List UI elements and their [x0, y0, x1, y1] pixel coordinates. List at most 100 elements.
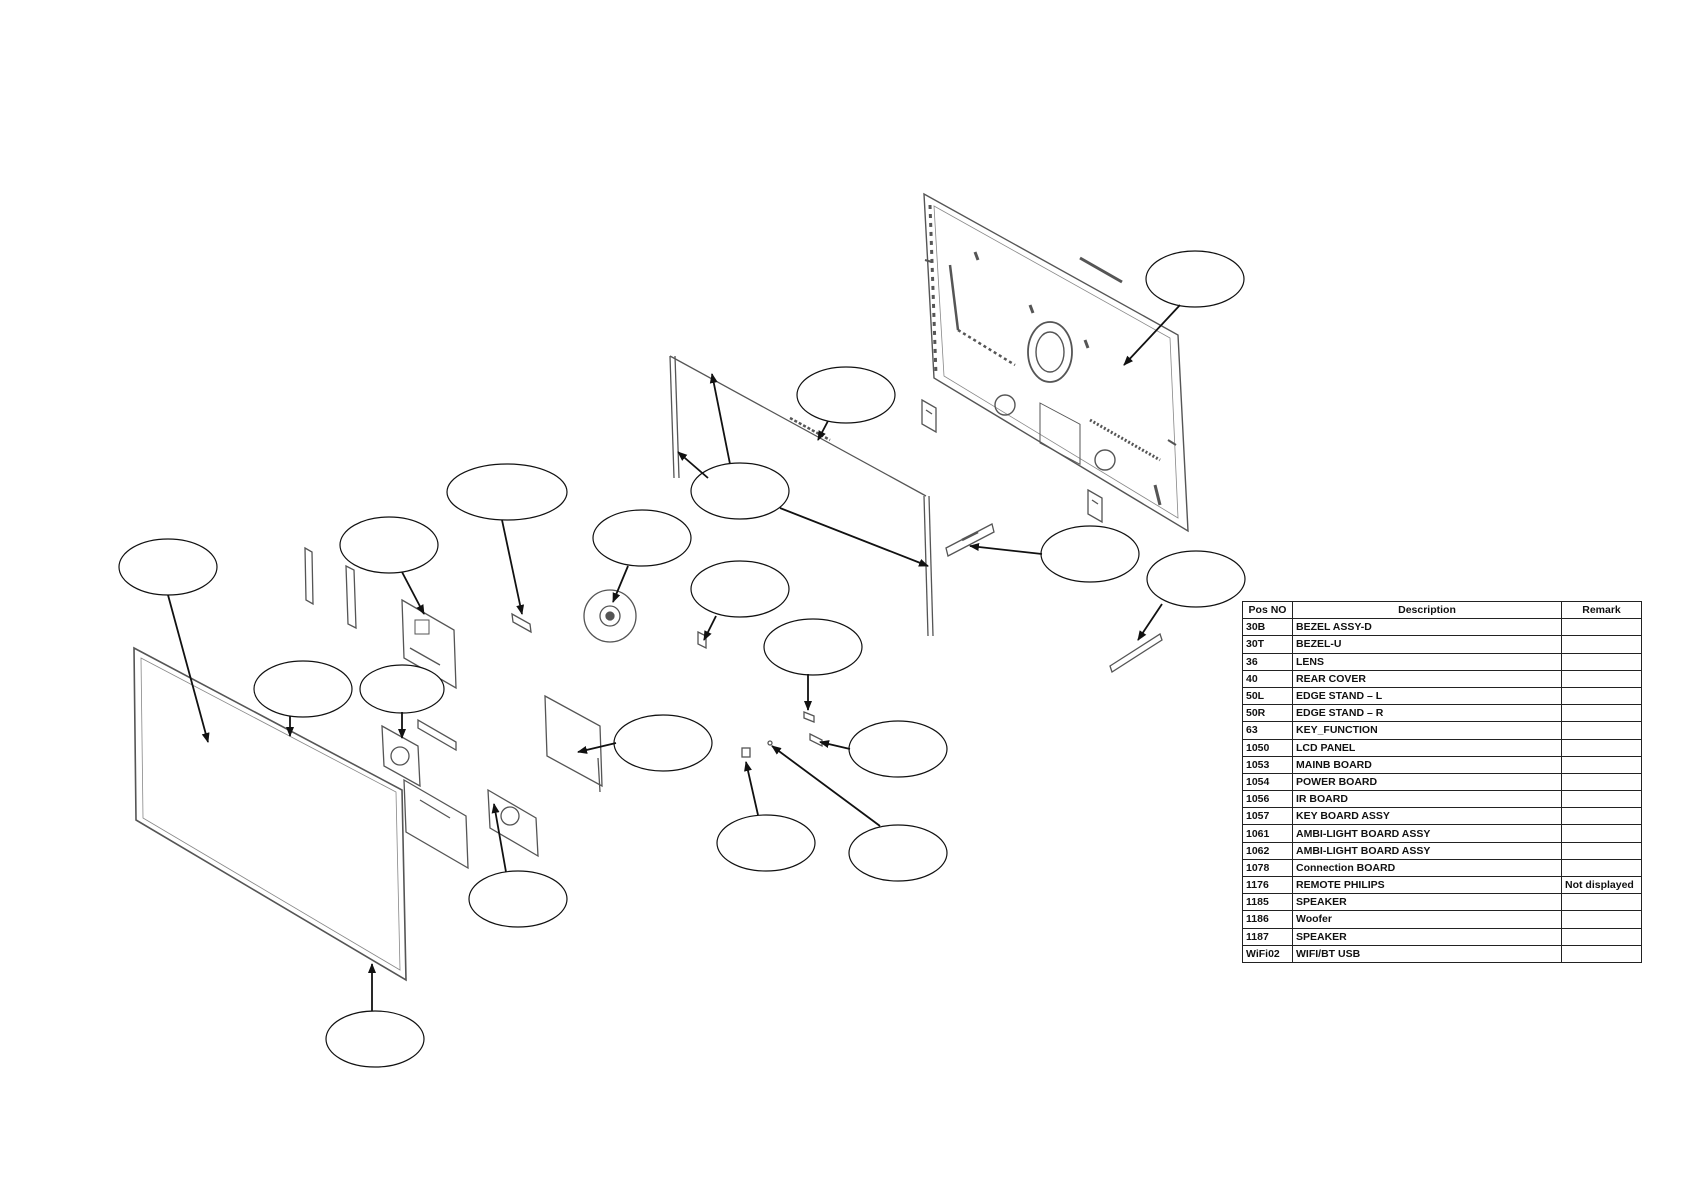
- callout-bubble-key-board: [763, 618, 863, 676]
- small-parts: [741, 711, 823, 758]
- lcd-panel: [133, 646, 407, 982]
- cell-remark: [1561, 910, 1642, 929]
- cell-remark: Not displayed: [1561, 875, 1642, 895]
- callout-bubble-speaker-right: [468, 870, 568, 928]
- callout-bubble-remote: [848, 824, 948, 882]
- speaker-right: [487, 788, 539, 858]
- callout-bubble-connection-board: [613, 714, 713, 772]
- cell-remark: [1561, 618, 1642, 637]
- cell-description: BEZEL-U: [1292, 635, 1562, 654]
- cell-pos-no: 1187: [1242, 927, 1293, 946]
- cell-remark: [1561, 858, 1642, 878]
- callout-bubble-lcd-panel: [118, 538, 218, 596]
- callout-bubble-bezel-bottom: [325, 1010, 425, 1068]
- cell-pos-no: 30T: [1242, 635, 1293, 654]
- ambilight-board-right: [945, 523, 995, 557]
- cell-remark: [1561, 841, 1642, 860]
- key-function: [1109, 633, 1163, 673]
- cell-pos-no: 63: [1242, 721, 1293, 740]
- cell-pos-no: 1176: [1242, 875, 1293, 895]
- cell-description: MAINB BOARD: [1292, 755, 1562, 774]
- cell-pos-no: 40: [1242, 669, 1293, 688]
- cell-description: EDGE STAND – L: [1292, 686, 1562, 706]
- cell-pos-no: 1186: [1242, 910, 1293, 929]
- callout-bubbles: [118, 250, 1246, 1068]
- power-board: [403, 778, 469, 870]
- callout-bubble-bezel-u: [796, 366, 896, 424]
- cell-pos-no: 1053: [1242, 755, 1293, 774]
- rear-cover: [923, 192, 1189, 533]
- edge-stand-left: [921, 398, 937, 434]
- ambilight-board-left: [304, 546, 357, 630]
- cell-description: WIFI/BT USB: [1292, 944, 1562, 963]
- callout-bubble-ambilight-left: [253, 660, 353, 718]
- cell-pos-no: WiFi02: [1242, 944, 1293, 963]
- cell-pos-no: 1056: [1242, 790, 1293, 809]
- callout-bubble-ambilight-right: [1040, 525, 1140, 583]
- connection-board: [544, 694, 603, 793]
- cell-remark: [1561, 721, 1642, 740]
- cell-description: Woofer: [1292, 910, 1562, 929]
- cell-remark: [1561, 635, 1642, 654]
- header-pos-no: Pos NO: [1242, 600, 1293, 620]
- cell-remark: [1561, 669, 1642, 688]
- callout-bubble-woofer: [592, 509, 692, 567]
- cell-pos-no: 1062: [1242, 841, 1293, 860]
- cell-pos-no: 50R: [1242, 704, 1293, 723]
- cell-description: LENS: [1292, 652, 1562, 671]
- cell-description: REAR COVER: [1292, 669, 1562, 688]
- callout-bubble-bezel-d: [690, 462, 790, 520]
- main-board: [401, 598, 457, 690]
- cell-pos-no: 50L: [1242, 686, 1293, 706]
- cell-description: BEZEL ASSY-D: [1292, 618, 1562, 637]
- header-description: Description: [1292, 600, 1562, 620]
- header-remark: Remark: [1561, 600, 1642, 620]
- cell-pos-no: 1050: [1242, 738, 1293, 757]
- callout-bubble-key-function: [1146, 550, 1246, 608]
- cell-description: SPEAKER: [1292, 927, 1562, 946]
- cell-description: KEY BOARD ASSY: [1292, 807, 1562, 826]
- cell-pos-no: 1185: [1242, 893, 1293, 912]
- cell-description: KEY_FUNCTION: [1292, 721, 1562, 740]
- leader-arrows: [167, 304, 1181, 1011]
- cell-remark: [1561, 790, 1642, 809]
- ir-board: [697, 630, 707, 650]
- cell-remark: [1561, 807, 1642, 826]
- cell-description: AMBI-LIGHT BOARD ASSY: [1292, 824, 1562, 843]
- callout-bubble-ir-board: [690, 560, 790, 618]
- callout-bubble-wifi: [716, 814, 816, 872]
- cell-remark: [1561, 652, 1642, 671]
- cell-pos-no: 1061: [1242, 824, 1293, 843]
- cell-description: REMOTE PHILIPS: [1292, 875, 1562, 895]
- cell-description: SPEAKER: [1292, 893, 1562, 912]
- cell-description: AMBI-LIGHT BOARD ASSY: [1292, 841, 1562, 860]
- edge-stand-right: [1087, 488, 1103, 524]
- cell-description: POWER BOARD: [1292, 772, 1562, 792]
- lens: [511, 612, 532, 634]
- callout-bubble-main-board: [339, 516, 439, 574]
- cell-remark: [1561, 893, 1642, 912]
- table-header-row: Pos NO Description Remark: [1242, 600, 1642, 620]
- cell-description: IR BOARD: [1292, 790, 1562, 809]
- cell-remark: [1561, 772, 1642, 792]
- callout-bubble-key-board-2: [848, 720, 948, 778]
- woofer: [583, 589, 637, 643]
- cell-remark: [1561, 927, 1642, 946]
- cell-remark: [1561, 824, 1642, 843]
